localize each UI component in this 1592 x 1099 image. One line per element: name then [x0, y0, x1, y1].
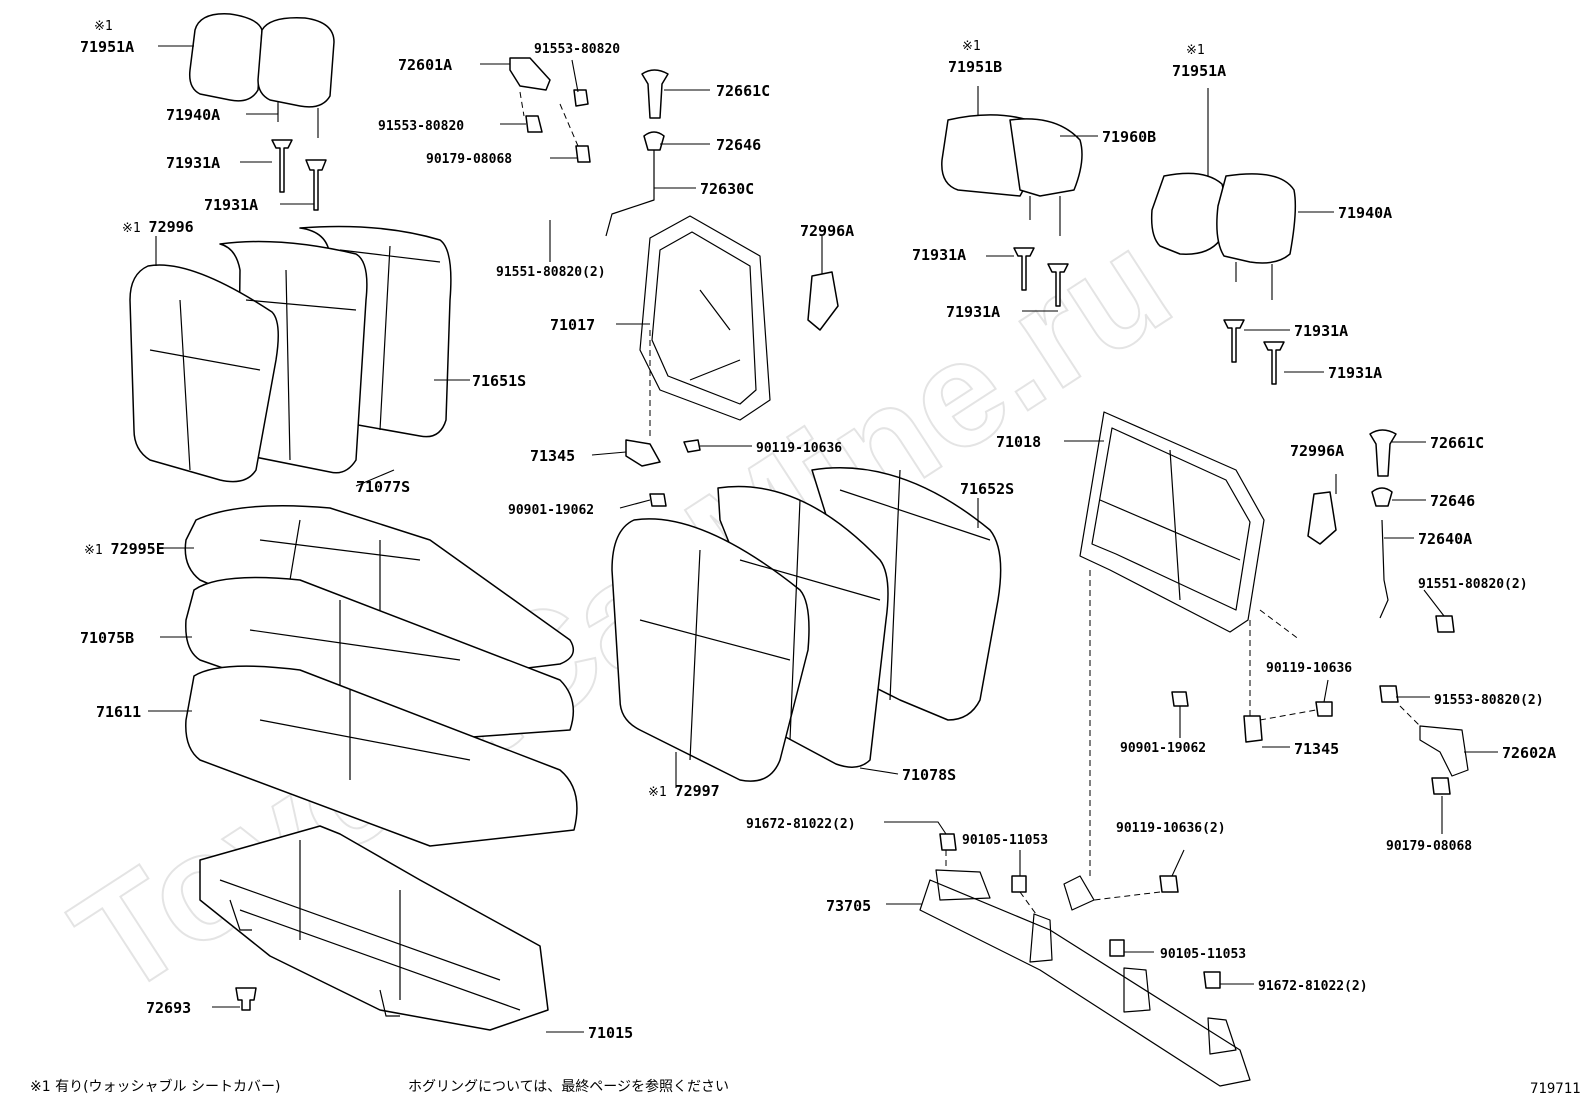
part-label: 71652S: [960, 480, 1014, 498]
seatback-left: [129, 225, 452, 483]
footnote-marker: ※1: [84, 543, 111, 558]
part-label: 72640A: [1418, 530, 1472, 548]
footnote-marker: ※1: [122, 221, 149, 236]
part-label: 72693: [146, 999, 191, 1017]
part-label: 71931A: [946, 303, 1000, 321]
part-label: 72601A: [398, 56, 452, 74]
part-label: 71931A: [1328, 364, 1382, 382]
lock-knob-centre: [605, 69, 669, 237]
footnote-hog-ring: ホグリングについては、最終ページを参照ください: [408, 1078, 729, 1095]
part-label: 72661C: [716, 82, 770, 100]
recliner-71345-centre: [625, 330, 701, 507]
part-label: 72996A: [1290, 442, 1344, 460]
part-label: 91551-80820(2): [1418, 577, 1528, 592]
part-label: 71075B: [80, 629, 134, 647]
headrest-guide-left: [271, 139, 327, 211]
part-label: 72661C: [1430, 434, 1484, 452]
figure-code: 719711: [1530, 1081, 1581, 1097]
part-label: 71951B: [948, 58, 1002, 76]
part-label: ※1 72995E: [84, 540, 165, 558]
part-label: ※1 72996: [122, 218, 194, 236]
headrest-left-pair: [188, 13, 335, 138]
part-label: 71951A: [1172, 62, 1226, 80]
seatback-frame-71017: [639, 215, 839, 421]
part-label: 91553-80820: [534, 42, 620, 57]
rail-73705: [919, 833, 1251, 1087]
part-label: 72630C: [700, 180, 754, 198]
part-label: 71931A: [912, 246, 966, 264]
part-label: 90901-19062: [1120, 741, 1206, 756]
part-label: 72602A: [1502, 744, 1556, 762]
part-label: 71931A: [166, 154, 220, 172]
part-label: 71611: [96, 703, 141, 721]
headrest-71951b-71960b: [941, 114, 1083, 307]
part-label: 72996A: [800, 222, 854, 240]
part-label: 71940A: [166, 106, 220, 124]
part-label: 91672-81022(2): [1258, 979, 1368, 994]
footnote-marker: ※1: [1186, 43, 1205, 58]
part-label: 91553-80820(2): [1434, 693, 1544, 708]
part-label: 71651S: [472, 372, 526, 390]
footnote-marker: ※1: [648, 785, 675, 800]
part-label: 71015: [588, 1024, 633, 1042]
seat-cushion-left: [184, 505, 578, 847]
footnote-marker: ※1: [962, 39, 981, 54]
part-label: 73705: [826, 897, 871, 915]
part-label: 90119-10636: [1266, 661, 1352, 676]
part-label: 72646: [716, 136, 761, 154]
part-label: 90901-19062: [508, 503, 594, 518]
part-label: 90179-08068: [426, 152, 512, 167]
lock-knob-right: [1171, 429, 1469, 795]
part-label: 71018: [996, 433, 1041, 451]
part-label: 91672-81022(2): [746, 817, 856, 832]
part-label: 90105-11053: [962, 833, 1048, 848]
footnote-marker: ※1: [94, 19, 113, 34]
part-label: 91553-80820: [378, 119, 464, 134]
part-label: 90105-11053: [1160, 947, 1246, 962]
leader-lines: [148, 45, 1498, 1033]
part-label: 71077S: [356, 478, 410, 496]
part-label: 90119-10636: [756, 441, 842, 456]
footnote-washable-cover: ※1 有り(ウォッシャブル シートカバー): [30, 1078, 280, 1095]
part-label: 71951A: [80, 38, 134, 56]
part-label: 71960B: [1102, 128, 1156, 146]
part-label: 71940A: [1338, 204, 1392, 222]
headrest-right-pair: [1150, 172, 1297, 385]
part-label: 91551-80820(2): [496, 265, 606, 280]
part-label: 90179-08068: [1386, 839, 1472, 854]
hinge-bracket-72601a: [509, 57, 591, 163]
part-label: ※1 72997: [648, 782, 720, 800]
seatback-centre: [611, 467, 1002, 782]
part-label: 71345: [1294, 740, 1339, 758]
seat-frame-left: [199, 825, 549, 1031]
part-label: 71078S: [902, 766, 956, 784]
part-label: 71017: [550, 316, 595, 334]
part-label: 72646: [1430, 492, 1475, 510]
part-label: 71931A: [204, 196, 258, 214]
part-label: 71931A: [1294, 322, 1348, 340]
parts-drawings: [129, 13, 1469, 1087]
part-label: 71345: [530, 447, 575, 465]
seatback-frame-71018: [1079, 411, 1337, 880]
part-labels: ※1 71951A 71940A 71931A 71931A ※1 72996 71651S…: [80, 19, 1556, 1042]
part-label: 90119-10636(2): [1116, 821, 1226, 836]
